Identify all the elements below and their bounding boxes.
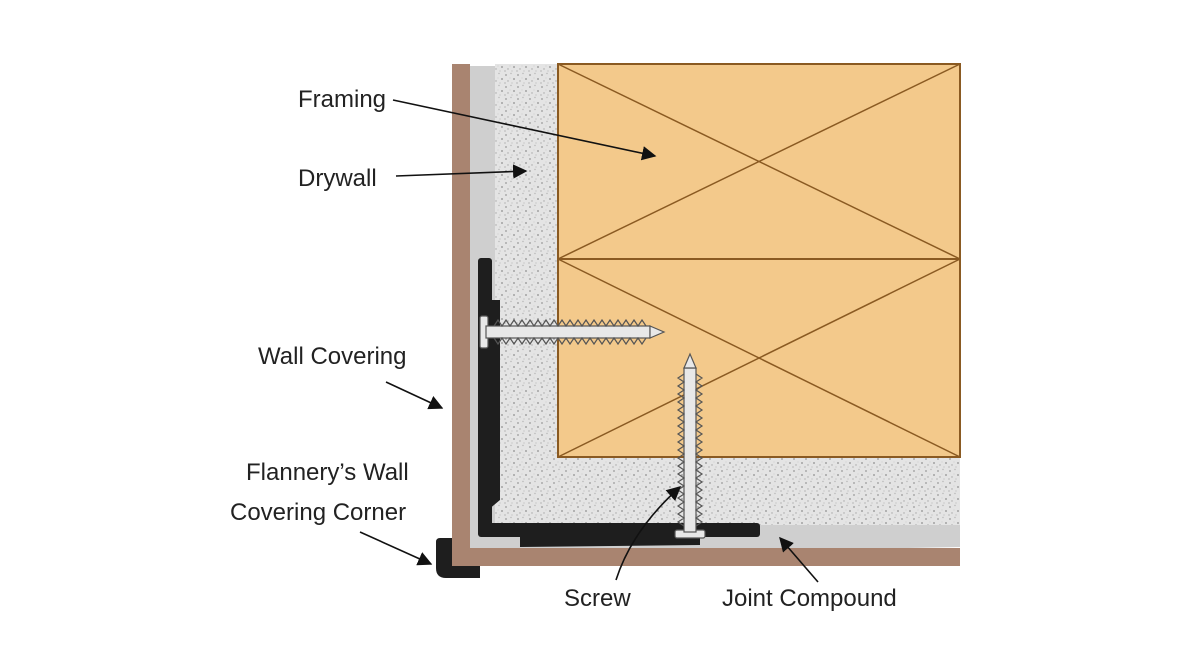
- label-framing: Framing: [298, 86, 386, 113]
- arrow-corner: [359, 531, 433, 566]
- screw-horizontal-icon: [479, 315, 666, 349]
- drywall-vertical: [495, 64, 558, 459]
- label-corner-line1: Flannery’s Wall: [246, 459, 409, 486]
- label-drywall: Drywall: [298, 165, 377, 192]
- label-screw: Screw: [564, 585, 631, 612]
- arrow-drywall: [395, 164, 528, 179]
- arrow-joint-compound: [779, 536, 819, 583]
- arrow-screw: [615, 486, 682, 581]
- screw-vertical-icon: [674, 352, 706, 539]
- wall-covering-vertical: [452, 64, 470, 566]
- arrow-wall-covering: [385, 381, 444, 410]
- wall-covering-horizontal: [452, 548, 960, 566]
- arrow-framing: [392, 99, 657, 161]
- drywall-horizontal: [495, 457, 960, 525]
- label-wall-covering: Wall Covering: [258, 343, 407, 370]
- framing: [557, 63, 961, 458]
- label-joint-compound: Joint Compound: [722, 585, 897, 612]
- leader-arrows: [359, 99, 819, 583]
- label-corner-line2: Covering Corner: [230, 499, 406, 526]
